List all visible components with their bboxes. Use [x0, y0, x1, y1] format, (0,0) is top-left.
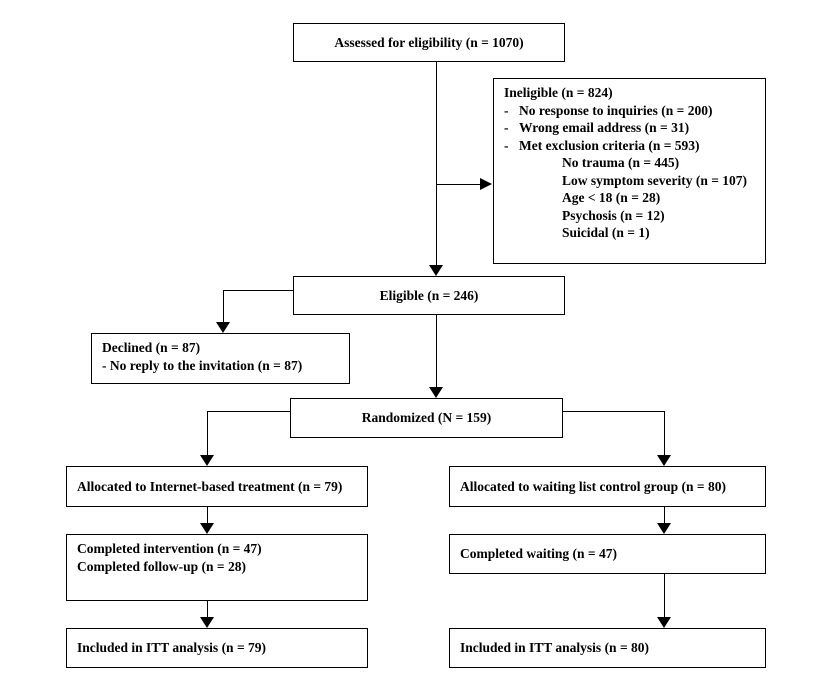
arrowhead-down-allocated-treatment-icon [200, 455, 214, 466]
connector-alloc-completed-right [663, 507, 665, 524]
connector-randomized-right-h [563, 410, 665, 412]
assessed-eligibility-label: Assessed for eligibility (n = 1070) [334, 34, 524, 50]
allocated-control-label: Allocated to waiting list control group … [460, 478, 726, 494]
ineligible-reason: - Wrong email address (n = 31) [504, 120, 690, 135]
connector-randomized-left-v [206, 410, 208, 457]
ineligible-title: Ineligible (n = 824) [504, 85, 613, 100]
itt-treatment-box: Included in ITT analysis (n = 79) [66, 628, 368, 668]
arrowhead-down-declined-icon [216, 322, 230, 333]
exclusion-detail: Suicidal (n = 1) [562, 225, 650, 240]
exclusion-detail: Age < 18 (n = 28) [562, 190, 661, 205]
completed-intervention-line: Completed intervention (n = 47) [77, 541, 262, 556]
connector-to-ineligible [436, 183, 481, 185]
arrowhead-down-completed-treatment-icon [200, 523, 214, 534]
assessed-eligibility-box: Assessed for eligibility (n = 1070) [293, 23, 565, 62]
itt-control-label: Included in ITT analysis (n = 80) [460, 640, 650, 655]
arrowhead-right-ineligible-icon [480, 178, 492, 190]
completed-control-box: Completed waiting (n = 47) [449, 534, 766, 574]
arrowhead-down-itt-treatment-icon [200, 617, 214, 628]
connector-randomized-left-h [206, 410, 291, 412]
itt-control-box: Included in ITT analysis (n = 80) [449, 628, 766, 668]
declined-box: Declined (n = 87) - No reply to the invi… [91, 333, 350, 384]
connector-alloc-completed-left [206, 507, 208, 524]
declined-reason: - No reply to the invitation (n = 87) [102, 358, 303, 373]
exclusion-detail: Psychosis (n = 12) [562, 207, 665, 223]
exclusion-detail: Low symptom severity (n = 107) [562, 172, 748, 188]
declined-title: Declined (n = 87) [102, 340, 201, 355]
eligible-box: Eligible (n = 246) [293, 276, 565, 315]
connector-eligible-declined-v [222, 289, 224, 324]
connector-assessed-eligible [435, 62, 437, 266]
eligible-label: Eligible (n = 246) [379, 287, 479, 303]
dash-bullet: - [504, 120, 509, 135]
connector-eligible-declined-h [222, 289, 294, 291]
ineligible-reason: - No response to inquiries (n = 200) [504, 102, 713, 118]
allocated-treatment-label: Allocated to Internet-based treatment (n… [77, 478, 343, 494]
dash-bullet: - [504, 102, 509, 118]
arrowhead-down-itt-control-icon [657, 617, 671, 628]
itt-treatment-label: Included in ITT analysis (n = 79) [77, 640, 267, 655]
connector-randomized-right-v [663, 410, 665, 457]
arrowhead-down-randomized-icon [429, 387, 443, 398]
arrowhead-down-allocated-control-icon [657, 455, 671, 466]
allocated-control-box: Allocated to waiting list control group … [449, 466, 766, 507]
exclusion-detail: No trauma (n = 445) [562, 155, 680, 170]
connector-completed-itt-left [206, 601, 208, 618]
completed-treatment-box: Completed intervention (n = 47) Complete… [66, 534, 368, 601]
connector-completed-itt-right [663, 574, 665, 618]
allocated-treatment-box: Allocated to Internet-based treatment (n… [66, 466, 368, 507]
connector-eligible-randomized [435, 315, 437, 388]
completed-control-label: Completed waiting (n = 47) [460, 546, 617, 561]
arrowhead-down-completed-control-icon [657, 523, 671, 534]
randomized-box: Randomized (N = 159) [290, 398, 563, 438]
ineligible-box: Ineligible (n = 824) - No response to in… [493, 78, 766, 264]
dash-bullet: - [504, 137, 509, 153]
ineligible-reason: - Met exclusion criteria (n = 593) [504, 137, 700, 153]
arrowhead-down-eligible-icon [429, 265, 443, 276]
randomized-label: Randomized (N = 159) [361, 410, 492, 425]
completed-followup-line: Completed follow-up (n = 28) [77, 559, 246, 574]
